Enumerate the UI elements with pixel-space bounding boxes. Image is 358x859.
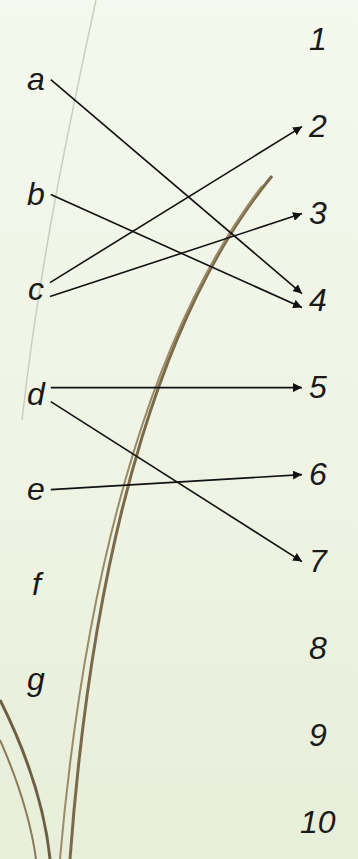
mapping-arrow: [51, 402, 302, 562]
element-text: 2: [309, 108, 327, 144]
element-label: 3: [305, 194, 331, 233]
element-text: 9: [309, 717, 327, 753]
mapping-arrow: [51, 80, 302, 294]
element-text: a: [27, 61, 45, 97]
element-label: 10: [296, 803, 340, 842]
mapping-arrow: [50, 214, 302, 297]
element-text: 1: [309, 21, 327, 57]
element-label: g: [23, 660, 49, 699]
element-label: b: [23, 175, 49, 214]
element-label: 8: [305, 629, 331, 668]
element-text: 10: [300, 804, 336, 840]
element-text: b: [27, 176, 45, 212]
element-text: f: [32, 566, 41, 602]
element-label: 6: [305, 455, 331, 494]
element-text: d: [27, 376, 45, 412]
element-text: g: [27, 661, 45, 697]
element-text: 5: [309, 369, 327, 405]
element-text: 6: [309, 456, 327, 492]
element-label: 9: [305, 716, 331, 755]
element-label: 4: [305, 281, 331, 320]
mapping-arrow: [50, 127, 302, 283]
element-text: 7: [309, 543, 327, 579]
element-label: 5: [305, 368, 331, 407]
element-label: c: [24, 270, 48, 309]
element-label: d: [23, 375, 49, 414]
decor-curve: [70, 176, 272, 859]
element-text: c: [28, 271, 44, 307]
element-label: 1: [305, 20, 331, 59]
element-text: 8: [309, 630, 327, 666]
element-text: e: [27, 471, 45, 507]
element-label: 7: [305, 542, 331, 581]
decor-curve: [0, 740, 36, 859]
element-text: 4: [309, 282, 327, 318]
decor-curve: [0, 700, 50, 859]
mapping-arrow: [51, 387, 302, 389]
element-label: e: [23, 470, 49, 509]
element-label: a: [23, 60, 49, 99]
element-label: f: [28, 565, 45, 604]
decor-curve: [60, 186, 262, 859]
mapping-arrow: [51, 475, 302, 490]
element-text: 3: [309, 195, 327, 231]
mapping-arrow: [51, 195, 302, 308]
element-label: 2: [305, 107, 331, 146]
